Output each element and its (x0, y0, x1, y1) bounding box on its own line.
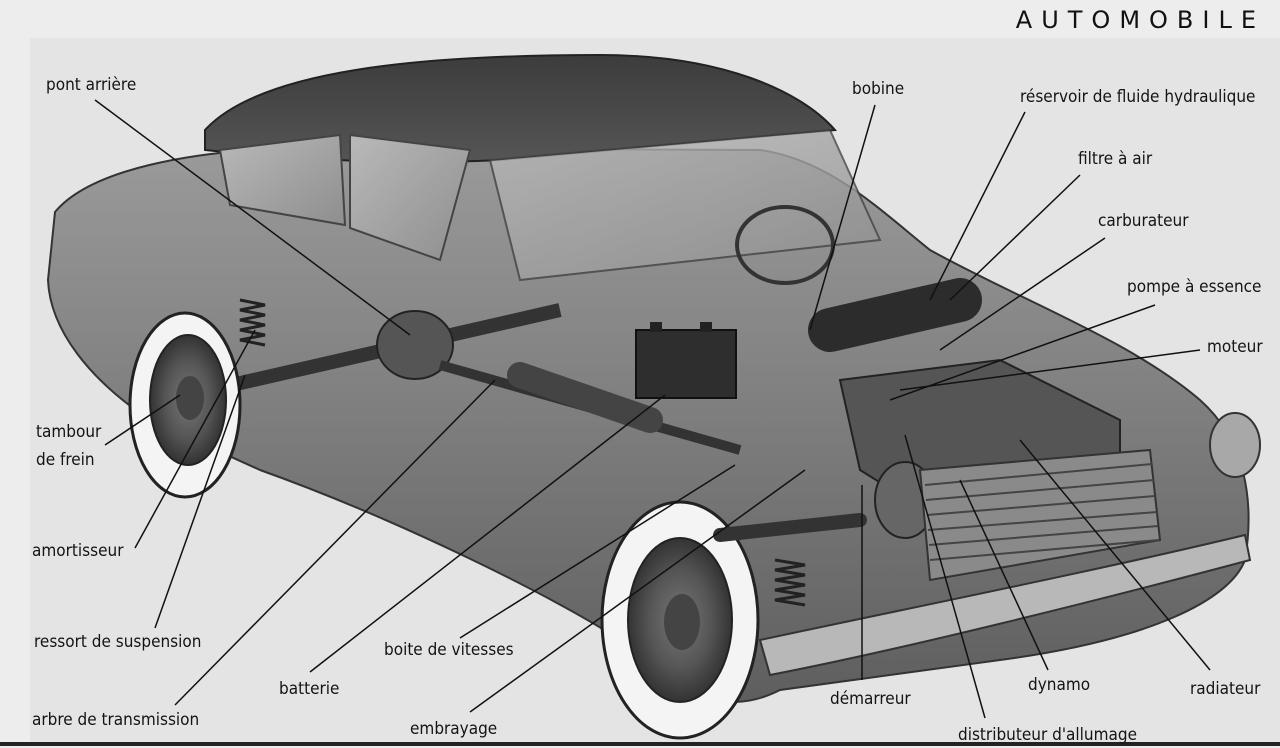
leader-ressort (154, 374, 246, 629)
side-window (349, 133, 472, 262)
windshield (488, 128, 882, 282)
leader-dynamo (959, 479, 1049, 671)
label-batterie: batterie (279, 679, 340, 699)
label-carburateur: carburateur (1098, 211, 1189, 231)
radiator-grille (918, 448, 1162, 582)
rear-spring (239, 298, 266, 347)
car-roof (204, 53, 838, 163)
leader-reservoir (929, 111, 1026, 301)
label-reservoir: réservoir de fluide hydraulique (1020, 87, 1256, 107)
rear-wheel-center (176, 376, 204, 420)
leader-pompe (889, 304, 1156, 401)
differential (376, 310, 454, 380)
page-title: AUTOMOBILE (1015, 6, 1265, 34)
air-filter (808, 278, 982, 352)
front-spring (774, 558, 806, 607)
label-pompe: pompe à essence (1127, 277, 1262, 297)
label-arbre: arbre de transmission (32, 710, 200, 730)
label-bobine: bobine (852, 79, 905, 99)
front-wheel-center (664, 594, 700, 650)
leader-bobine (809, 104, 876, 331)
label-radiateur: radiateur (1190, 679, 1261, 699)
label-tambour-line2: de frein (36, 450, 95, 470)
label-distributeur: distributeur d'allumage (958, 725, 1137, 745)
leader-boite (459, 464, 736, 639)
label-embrayage: embrayage (410, 719, 498, 739)
leader-radiateur (1019, 439, 1211, 671)
leader-embrayage (469, 469, 806, 713)
label-moteur: moteur (1207, 337, 1263, 357)
leader-arbre (174, 379, 496, 706)
leader-moteur (899, 349, 1201, 391)
leader-amortisseur (134, 329, 256, 549)
label-demarreur: démarreur (830, 689, 911, 709)
leader-filtre (949, 174, 1081, 301)
leader-lines (94, 99, 1211, 719)
label-tambour-line1: tambour (36, 422, 102, 442)
headlight (1209, 412, 1261, 478)
label-pont-arriere: pont arrière (46, 75, 137, 95)
leader-tambour (104, 394, 181, 446)
rear-window (218, 133, 347, 227)
leader-batterie (309, 394, 666, 673)
page-bottom-edge (0, 742, 1280, 746)
label-boite: boite de vitesses (384, 640, 514, 660)
grille-slats (924, 463, 1160, 561)
muffler (507, 362, 663, 433)
battery (635, 329, 737, 399)
battery-terminal (700, 322, 712, 332)
label-dynamo: dynamo (1028, 675, 1091, 695)
label-tambour-de-frein: tambour de frein (36, 418, 101, 474)
leader-distributeur (904, 434, 986, 719)
label-filtre: filtre à air (1078, 149, 1153, 169)
front-wishbone (713, 513, 867, 542)
steering-wheel (735, 205, 835, 285)
label-ressort: ressort de suspension (34, 632, 202, 652)
battery-terminal (650, 322, 662, 332)
label-amortisseur: amortisseur (32, 541, 124, 561)
leader-pont-arriere (94, 99, 411, 336)
leader-carburateur (939, 237, 1106, 351)
